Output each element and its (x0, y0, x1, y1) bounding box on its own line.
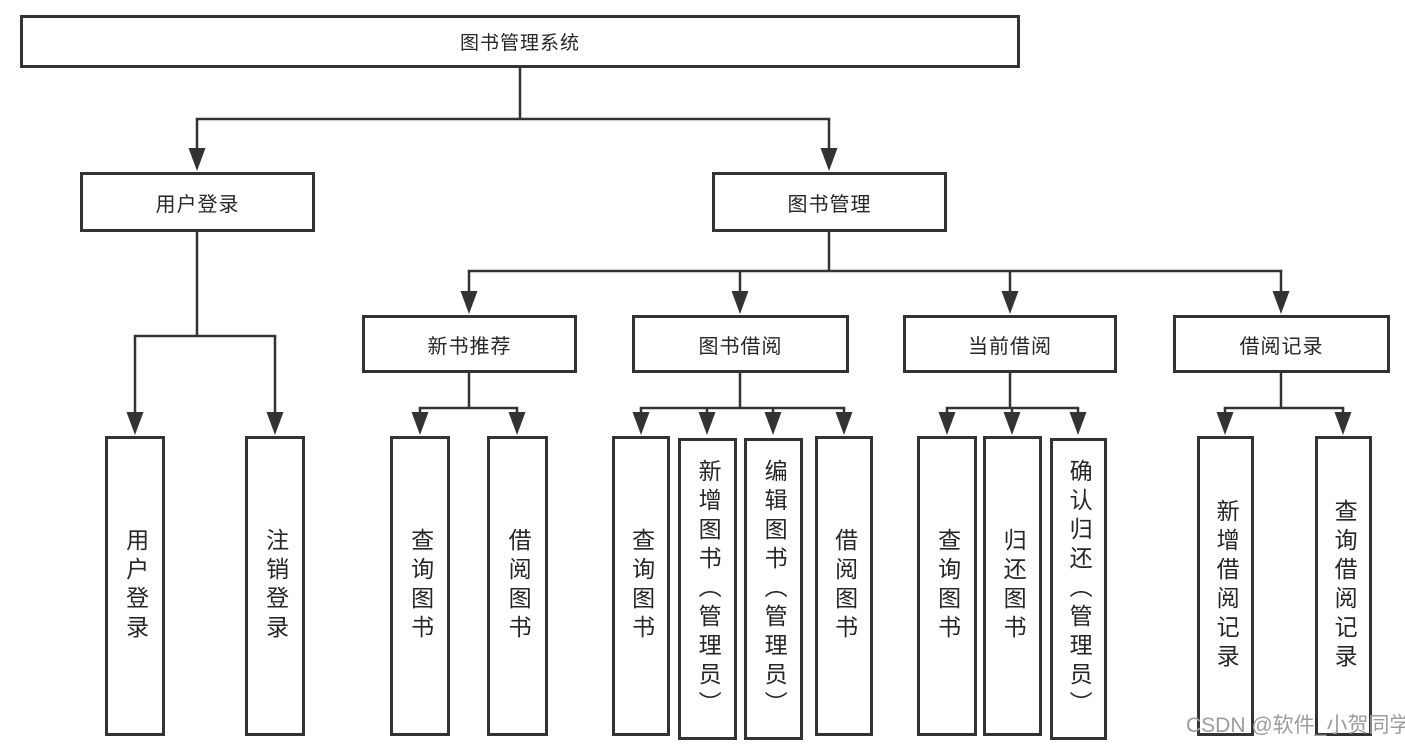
arrowhead (764, 412, 782, 435)
arrowhead (411, 412, 429, 435)
node-label: 图书管理 (787, 193, 872, 216)
leaf-borrow-books: 借阅图书 (815, 436, 873, 736)
arrowhead (1334, 412, 1352, 435)
arrowheads (126, 148, 1352, 435)
node-borrow-records: 借阅记录 (1173, 315, 1390, 373)
node-label: 查询图书 (407, 528, 434, 644)
leaf-query-books-recommend: 查询图书 (390, 436, 450, 736)
arrowhead (188, 148, 206, 171)
node-label: 借阅图书 (831, 528, 858, 644)
arrowhead (698, 412, 716, 435)
node-label: 确认归还（管理员） (1066, 458, 1093, 720)
node-system-root: 图书管理系统 (20, 15, 1020, 68)
node-label: 归还图书 (1000, 528, 1027, 644)
node-new-book-recommend: 新书推荐 (362, 315, 577, 373)
node-label: 注销登录 (262, 528, 289, 644)
leaf-return-book: 归还图书 (983, 436, 1042, 736)
node-label: 用户登录 (122, 528, 149, 644)
leaf-query-books-current: 查询图书 (917, 436, 977, 736)
arrowhead (460, 291, 478, 314)
node-book-management: 图书管理 (712, 172, 947, 232)
arrowhead (820, 148, 838, 171)
node-book-borrow: 图书借阅 (632, 315, 849, 373)
arrowhead (1216, 412, 1234, 435)
arrowhead (731, 291, 749, 314)
arrowhead (1003, 412, 1021, 435)
arrowhead (508, 412, 526, 435)
arrowhead (1272, 291, 1290, 314)
arrowhead (632, 412, 650, 435)
node-label: 借阅记录 (1239, 335, 1324, 358)
node-label: 借阅图书 (505, 528, 532, 644)
node-user-login: 用户登录 (80, 172, 315, 232)
leaf-add-borrow-record: 新增借阅记录 (1197, 436, 1254, 736)
node-label: 新增借阅记录 (1213, 499, 1240, 673)
leaf-logout: 注销登录 (245, 436, 305, 736)
node-label: 图书管理系统 (459, 33, 580, 54)
leaf-add-book-admin: 新增图书（管理员） (678, 438, 737, 740)
node-label: 新书推荐 (427, 335, 512, 358)
arrowhead (1001, 291, 1019, 314)
arrowhead (266, 412, 284, 435)
node-current-borrow: 当前借阅 (903, 315, 1117, 373)
leaf-edit-book-admin: 编辑图书（管理员） (744, 438, 803, 740)
arrowhead (1069, 412, 1087, 435)
node-label: 编辑图书（管理员） (761, 458, 788, 720)
node-label: 当前借阅 (968, 335, 1052, 358)
arrowhead (938, 412, 956, 435)
leaf-user-login: 用户登录 (105, 436, 165, 736)
leaf-query-borrow-record: 查询借阅记录 (1315, 436, 1372, 736)
leaf-borrow-books-recommend: 借阅图书 (487, 436, 548, 736)
node-label: 查询借阅记录 (1331, 499, 1358, 673)
node-label: 图书借阅 (698, 335, 783, 358)
csdn-watermark: CSDN @软件_小贺同学 (1186, 714, 1405, 737)
leaf-query-books-borrow: 查询图书 (612, 436, 670, 736)
node-label: 新增图书（管理员） (695, 458, 722, 720)
leaf-confirm-return-admin: 确认归还（管理员） (1050, 438, 1107, 740)
node-label: 查询图书 (628, 528, 655, 644)
arrowhead (126, 412, 144, 435)
node-label: 查询图书 (934, 528, 961, 644)
arrowhead (835, 412, 853, 435)
node-label: 用户登录 (155, 193, 240, 216)
